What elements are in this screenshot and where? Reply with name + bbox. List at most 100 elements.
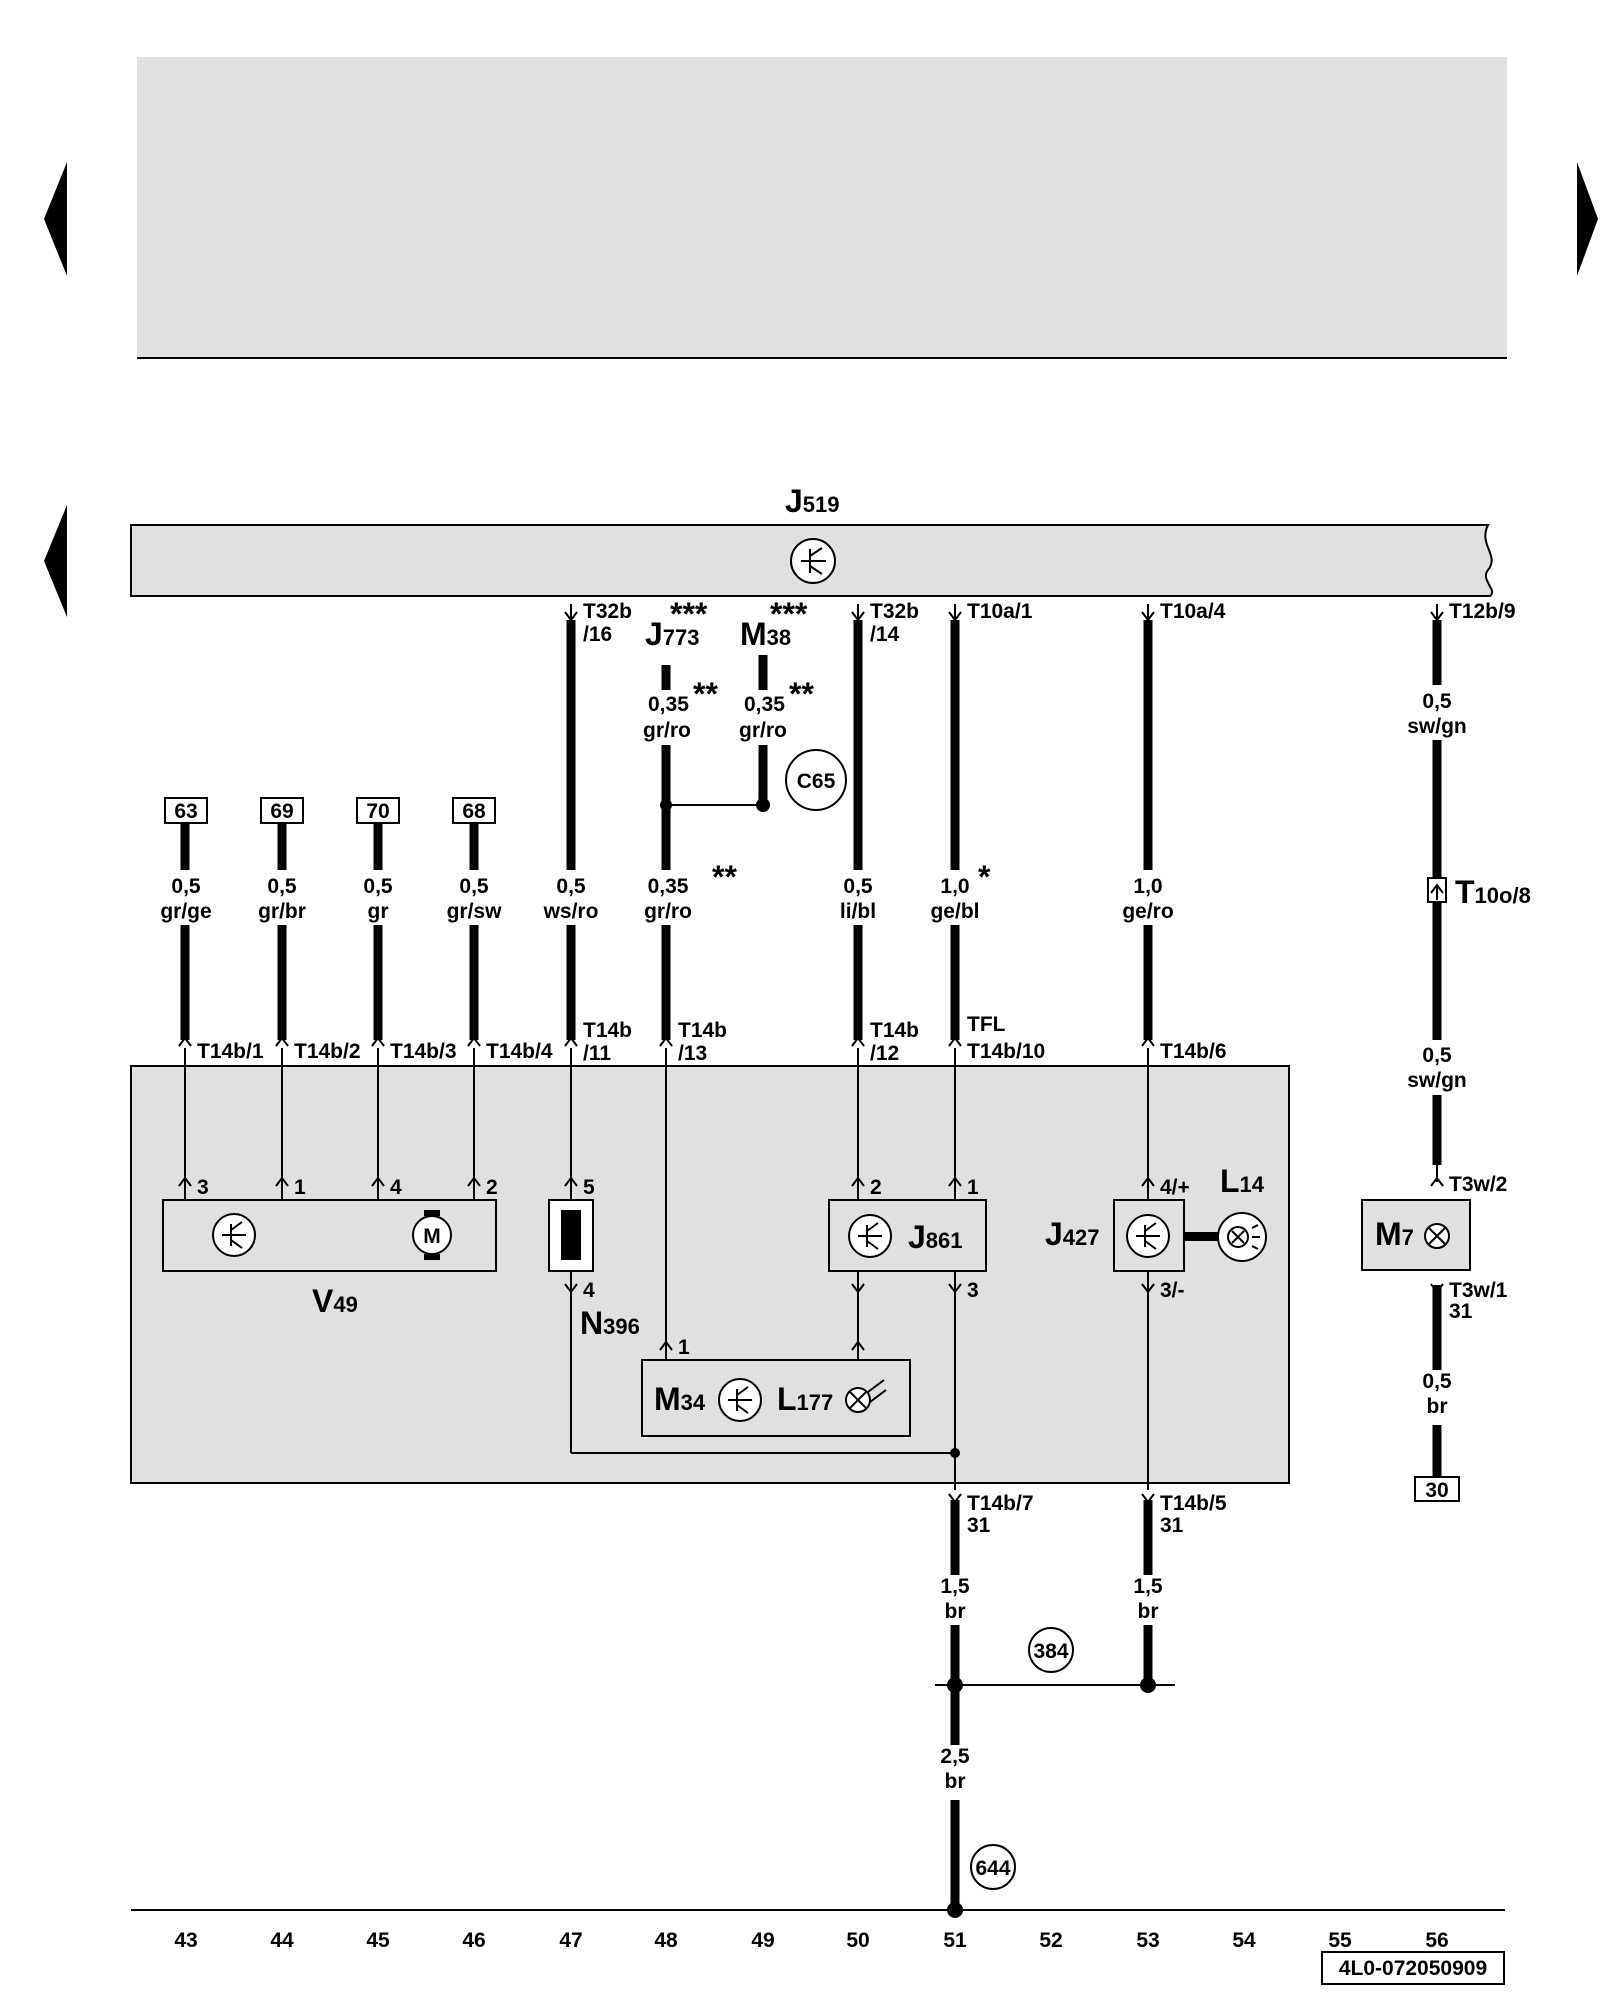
component-n396: 5 4 N396: [548, 1176, 640, 1341]
svg-text:2: 2: [486, 1176, 498, 1199]
module-connector-labels: T14b/1 T14b/2 T14b/3 T14b/4 T14b /11 T14…: [197, 1013, 1227, 1065]
svg-text:gr/br: gr/br: [258, 900, 306, 923]
header-panel: [137, 57, 1507, 357]
svg-text:49: 49: [751, 1929, 774, 1952]
svg-text:ws/ro: ws/ro: [543, 900, 599, 923]
svg-text:30: 30: [1425, 1479, 1448, 1502]
svg-text:T14b/1: T14b/1: [197, 1040, 264, 1063]
svg-text:ge/bl: ge/bl: [930, 900, 979, 923]
svg-text:4L0-072050909: 4L0-072050909: [1339, 1957, 1487, 1980]
component-j427: 4/+ 3/- J427 L14: [1045, 1163, 1267, 1302]
svg-text:T14b/2: T14b/2: [294, 1040, 361, 1063]
lamp-icon: [845, 1379, 887, 1413]
triangle-left-icon[interactable]: [44, 162, 67, 276]
motor-icon: M: [412, 1210, 452, 1260]
svg-text:48: 48: [654, 1929, 678, 1952]
wire-color: gr/ro: [739, 719, 787, 742]
svg-text:0,5: 0,5: [171, 875, 201, 898]
bulb-icon: [1424, 1223, 1450, 1249]
v49-label: V49: [312, 1283, 358, 1319]
svg-text:**: **: [712, 859, 737, 895]
svg-text:/13: /13: [678, 1042, 707, 1065]
l14-label: L14: [1220, 1163, 1265, 1199]
svg-text:gr: gr: [368, 900, 389, 923]
triangle-left-icon[interactable]: [44, 505, 67, 617]
connector-arrows: [178, 604, 1444, 1504]
svg-text:1,0: 1,0: [940, 875, 969, 898]
svg-text:T14b: T14b: [870, 1019, 919, 1042]
triangle-right-icon[interactable]: [1577, 162, 1598, 276]
svg-text:T14b: T14b: [583, 1019, 632, 1042]
svg-text:53: 53: [1136, 1929, 1159, 1952]
n396-label: N396: [580, 1305, 640, 1341]
svg-text:1,5: 1,5: [940, 1575, 970, 1598]
component-m34-l177: 1 M34 L177: [641, 1336, 911, 1437]
svg-text:644: 644: [975, 1857, 1010, 1880]
svg-text:1,0: 1,0: [1133, 875, 1162, 898]
connector-label: T10a/1: [967, 600, 1033, 623]
connector-t10o-label: T10o/8: [1455, 874, 1531, 910]
connector-label: T12b/9: [1449, 600, 1516, 623]
svg-text:*: *: [978, 859, 991, 895]
wire-labels: 0,5 gr/ge 0,5 gr/br 0,5 gr 0,5 gr/sw 0,5…: [160, 859, 1173, 923]
connector-label: T32b: [583, 600, 632, 623]
l177-label: L177: [777, 1381, 833, 1417]
ground-connector-labels: T14b/7 31 T14b/5 31 1,5 br 1,5 br 2,5 br: [940, 1492, 1226, 1793]
ground-point-384: 384: [1028, 1627, 1074, 1673]
svg-text:1: 1: [678, 1336, 690, 1359]
component-j861: 2 1 3 J861: [828, 1176, 987, 1302]
svg-text:T14b/7: T14b/7: [967, 1492, 1034, 1515]
ground-wires: [935, 1500, 1175, 1918]
svg-text:gr/ge: gr/ge: [160, 900, 211, 923]
svg-text:56: 56: [1425, 1929, 1448, 1952]
connector-label: T32b: [870, 600, 919, 623]
wire-color: gr/ro: [643, 719, 691, 742]
svg-text:T14b/5: T14b/5: [1160, 1492, 1227, 1515]
svg-text:4: 4: [390, 1176, 402, 1199]
svg-text:31: 31: [1449, 1300, 1473, 1323]
transistor-icon: [790, 538, 836, 584]
control-unit-j519: J519: [130, 483, 1493, 597]
svg-text:46: 46: [462, 1929, 485, 1952]
svg-text:T14b/10: T14b/10: [967, 1040, 1045, 1063]
upper-wires: [180, 620, 1442, 1478]
svg-text:4: 4: [583, 1279, 595, 1302]
j861-label: J861: [908, 1219, 963, 1255]
svg-text:68: 68: [462, 800, 486, 823]
m7-label: M7: [1375, 1216, 1414, 1252]
svg-text:70: 70: [366, 800, 389, 823]
svg-text:45: 45: [366, 1929, 390, 1952]
transistor-icon: [848, 1214, 892, 1258]
svg-text:br: br: [1138, 1600, 1159, 1623]
svg-text:0,5: 0,5: [843, 875, 873, 898]
wire-size: 0,35: [648, 693, 689, 716]
svg-text:gr/ro: gr/ro: [644, 900, 692, 923]
svg-text:M: M: [423, 1225, 441, 1248]
input-terminals: 63 69 70 68: [164, 797, 496, 824]
m34-label: M34: [654, 1381, 706, 1417]
svg-text:31: 31: [1160, 1514, 1184, 1537]
headlight-icon: [1217, 1212, 1267, 1262]
svg-text:C65: C65: [797, 770, 836, 793]
reference-m38: M38: [740, 616, 791, 652]
control-unit-label: J519: [785, 483, 840, 519]
m7-lamp-box: [1361, 1199, 1471, 1271]
j427-label: J427: [1045, 1216, 1100, 1252]
transistor-icon: [212, 1213, 256, 1257]
svg-text:0,5: 0,5: [1422, 1044, 1452, 1067]
transistor-icon: [1126, 1214, 1170, 1258]
document-number: 4L0-072050909: [1321, 1951, 1505, 1985]
svg-text:sw/gn: sw/gn: [1407, 715, 1467, 738]
svg-text:5: 5: [583, 1176, 595, 1199]
svg-text:TFL: TFL: [967, 1013, 1006, 1036]
svg-text:br: br: [945, 1770, 966, 1793]
svg-text:0,5: 0,5: [556, 875, 586, 898]
svg-text:1: 1: [294, 1176, 306, 1199]
svg-text:50: 50: [846, 1929, 869, 1952]
svg-text:384: 384: [1033, 1640, 1068, 1663]
svg-text:T14b: T14b: [678, 1019, 727, 1042]
svg-text:1: 1: [967, 1176, 979, 1199]
wire-size: 0,35: [744, 693, 785, 716]
svg-text:52: 52: [1039, 1929, 1062, 1952]
